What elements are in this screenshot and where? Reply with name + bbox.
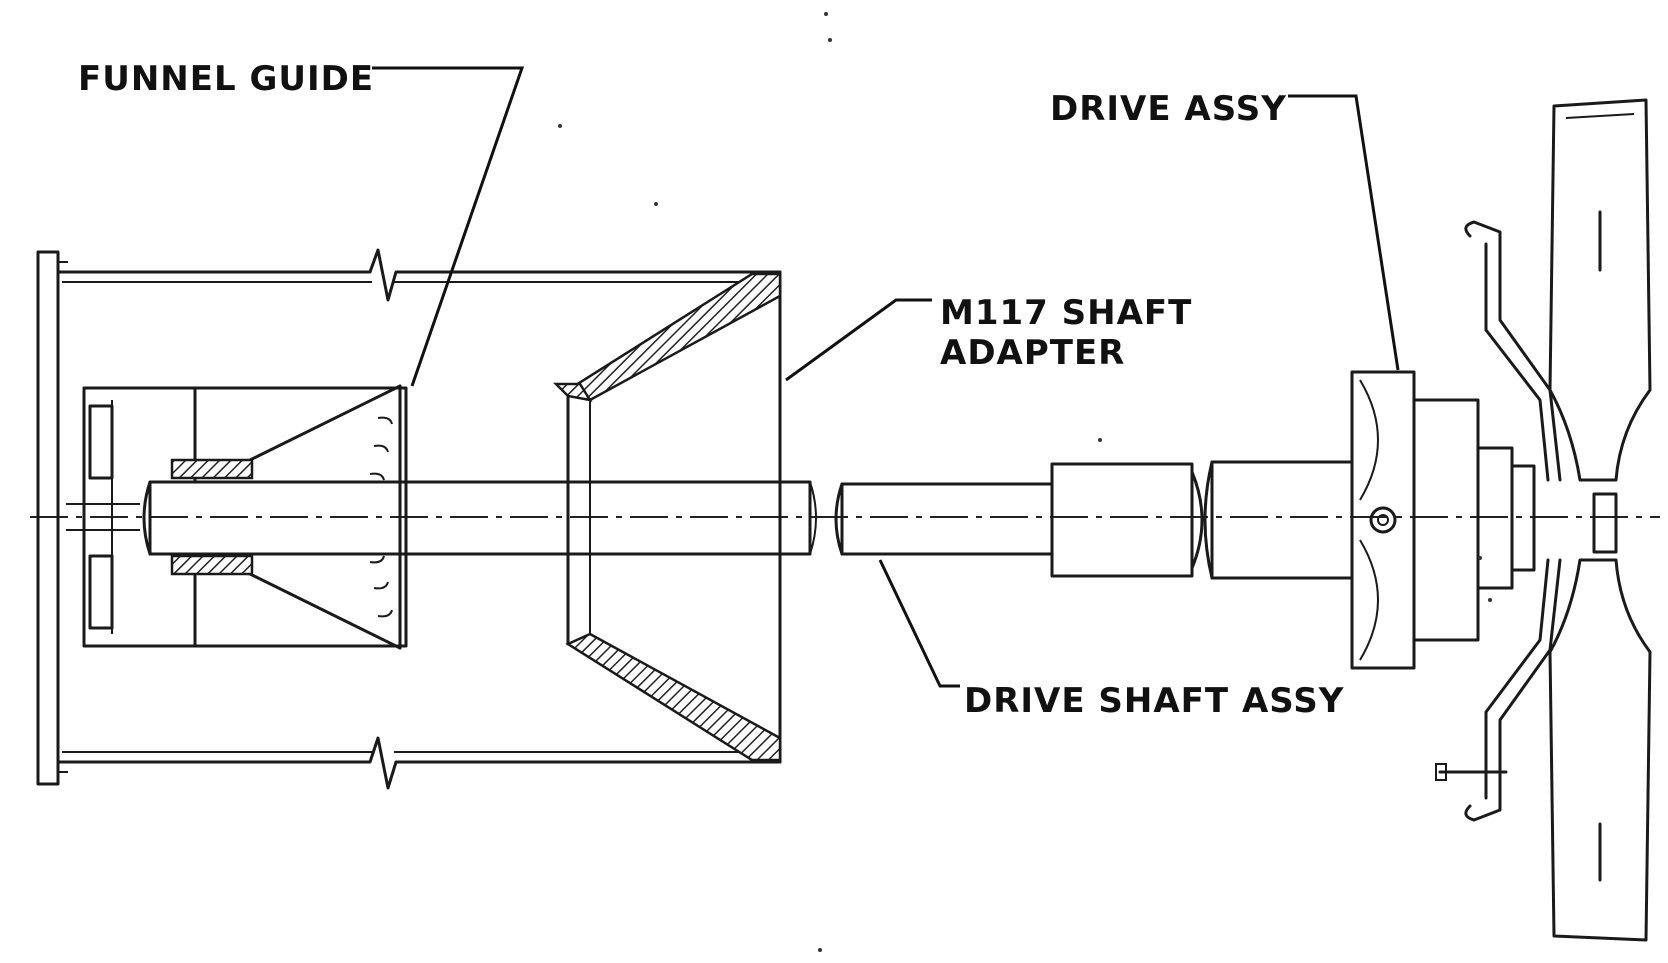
scan-specks [558,12,1492,952]
drive-shaft-part [142,480,1054,556]
fan-blade-part [1435,98,1652,942]
shaft-adapter-part [1050,460,1354,580]
label-drive-assy: DRIVE ASSY [1050,89,1287,129]
leader-lines [372,66,1400,688]
leader-drive-shaft [878,559,960,688]
leader-funnel-guide [372,66,525,387]
label-shaft-adapter-line1: M117 SHAFT [940,293,1192,333]
leader-shaft-adapter [785,298,932,382]
funnel-guide-part [66,384,408,650]
label-funnel-guide: FUNNEL GUIDE [78,59,374,99]
label-shaft-adapter-line2: ADAPTER [940,333,1125,373]
label-drive-shaft-assy: DRIVE SHAFT ASSY [964,681,1344,721]
leader-drive-assy [1288,94,1400,371]
canister-housing [36,248,782,790]
drive-assy-part [1350,370,1536,670]
